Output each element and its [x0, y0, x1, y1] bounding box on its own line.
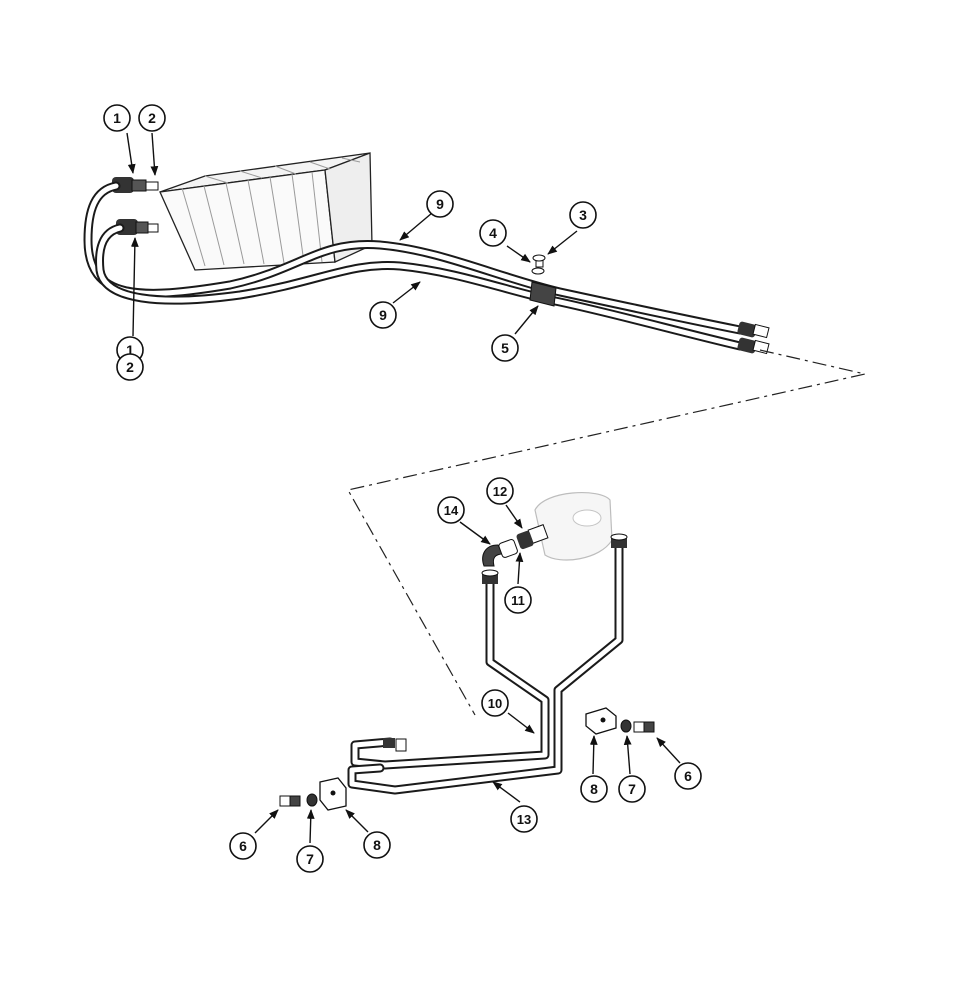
- hose-end-fittings: [737, 321, 770, 355]
- elbow-fitting: [482, 539, 518, 567]
- callout-label: 7: [628, 781, 636, 797]
- callout-label: 9: [379, 307, 387, 323]
- callout-label: 8: [590, 781, 598, 797]
- callout-6-right: 6: [674, 762, 702, 790]
- callout-label: 2: [148, 110, 156, 126]
- left-clamp-group: [279, 777, 347, 811]
- callout-1-top: 1: [103, 104, 131, 132]
- callout-11: 11: [504, 586, 532, 614]
- callout-label: 13: [517, 812, 531, 827]
- callout-5: 5: [491, 334, 519, 362]
- oil-cooler-block: [159, 152, 373, 271]
- callout-label: 1: [126, 342, 134, 358]
- callout-4: 4: [479, 219, 507, 247]
- callout-label: 7: [306, 851, 314, 867]
- callout-7-right: 7: [618, 775, 646, 803]
- hose-clamp: [529, 254, 557, 307]
- callout-label: 12: [493, 484, 507, 499]
- reference-dash-line: [347, 349, 866, 716]
- callout-label: 8: [373, 837, 381, 853]
- callout-label: 1: [113, 110, 121, 126]
- callout-12: 12: [486, 477, 514, 505]
- callout-label: 6: [684, 768, 692, 784]
- callout-label: 10: [488, 696, 502, 711]
- callout-9-lower: 9: [369, 301, 397, 329]
- callout-label: 6: [239, 838, 247, 854]
- callout-8-left: 8: [363, 831, 391, 859]
- callout-7-left: 7: [296, 845, 324, 873]
- callout-label: 14: [444, 503, 459, 518]
- valve-body: [534, 491, 613, 561]
- callout-8-right: 8: [580, 775, 608, 803]
- callout-10: 10: [481, 689, 509, 717]
- hose-pair: [83, 181, 745, 351]
- callout-2-bottom: 2: [116, 353, 144, 381]
- callout-9-upper: 9: [426, 190, 454, 218]
- callout-label: 3: [579, 207, 587, 223]
- callout-2-top: 2: [138, 104, 166, 132]
- callout-label: 5: [501, 340, 509, 356]
- callout-13: 13: [510, 805, 538, 833]
- callout-3: 3: [569, 201, 597, 229]
- callout-label: 2: [126, 359, 134, 375]
- tube-assembly: [347, 533, 628, 795]
- right-clamp-group: [585, 707, 655, 735]
- callout-label: 4: [489, 225, 497, 241]
- callout-label: 11: [511, 593, 525, 608]
- callout-label: 9: [436, 196, 444, 212]
- leader-lines: [126, 132, 681, 844]
- callout-14: 14: [437, 496, 465, 524]
- adapter-fitting: [516, 524, 549, 550]
- callout-6-left: 6: [229, 832, 257, 860]
